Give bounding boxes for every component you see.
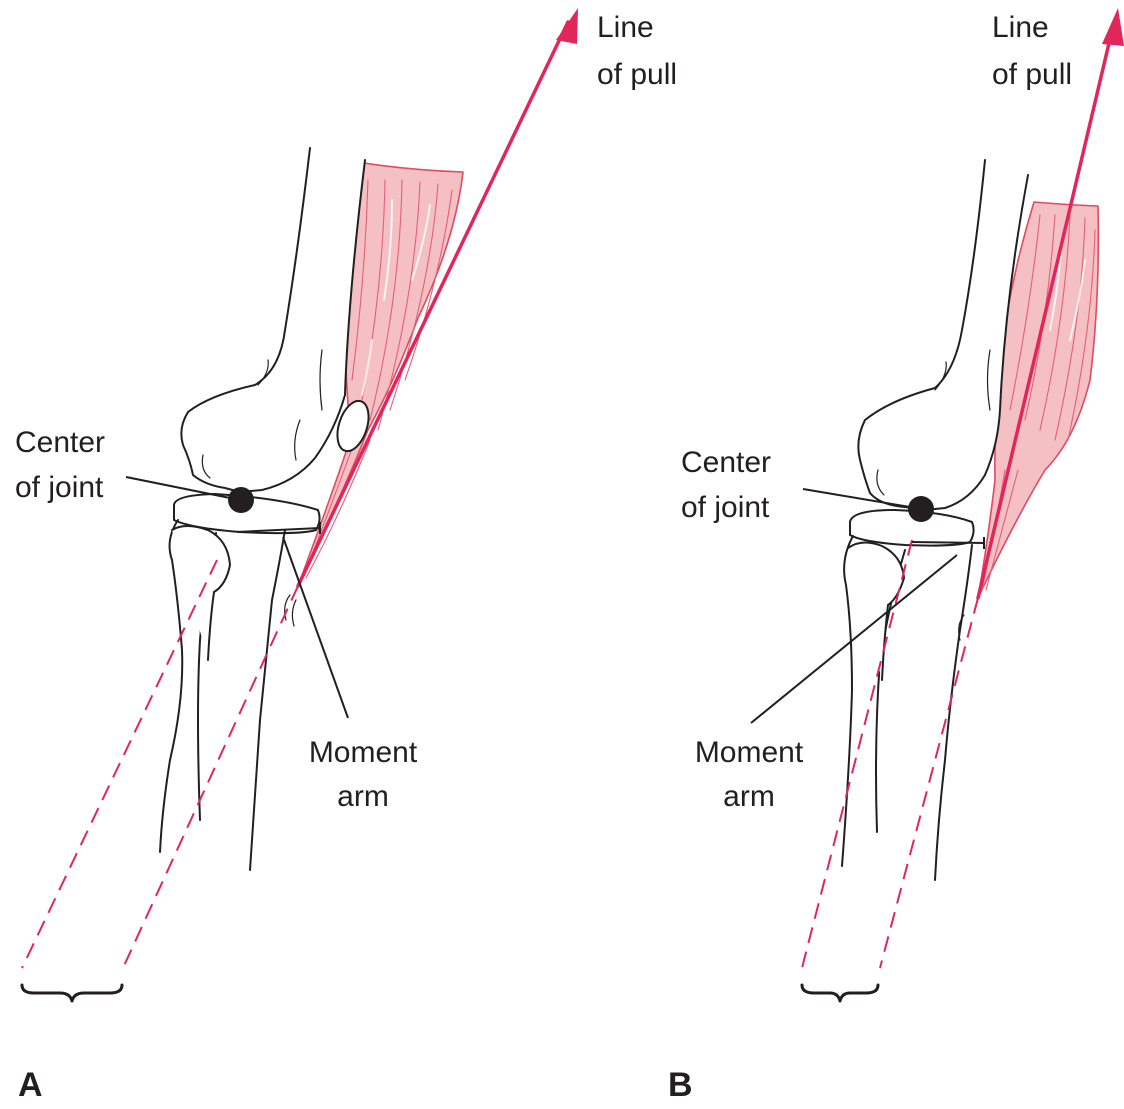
panel-letter-b: B <box>668 1066 693 1104</box>
line-of-pull-label-b-line2: of pull <box>992 58 1072 91</box>
dashed-pull-line-a <box>123 586 298 968</box>
moment-arm-leader-b <box>751 555 957 723</box>
panel-letter-a: A <box>18 1066 43 1104</box>
joint-center-b <box>908 496 934 522</box>
center-of-joint-label-a-line1: Center <box>15 426 105 459</box>
brace-b <box>802 985 878 1001</box>
center-of-joint-label-a-line2: of joint <box>15 471 104 504</box>
moment-arm-label-a-line1: Moment <box>309 736 418 769</box>
line-of-pull-label-a-line1: Line <box>597 11 654 44</box>
tibia-b <box>842 510 974 880</box>
joint-center-a <box>228 487 254 513</box>
brace-a <box>22 985 122 1001</box>
moment-arm-label-b-line1: Moment <box>695 736 804 769</box>
tibia-a <box>160 494 320 870</box>
line-of-pull-label-b-line1: Line <box>992 11 1049 44</box>
dashed-joint-line-a <box>22 560 217 968</box>
moment-arm-label-b-line2: arm <box>723 780 775 813</box>
panel-b: Line of pull Center of joint Moment arm … <box>668 8 1124 1104</box>
moment-arm-leader-a <box>283 537 348 718</box>
center-of-joint-label-b-line1: Center <box>681 446 771 479</box>
center-of-joint-label-b-line2: of joint <box>681 491 770 524</box>
line-of-pull-label-a-line2: of pull <box>597 58 677 91</box>
panel-a: Line of pull Center of joint Moment arm … <box>15 8 677 1104</box>
moment-arm-label-a-line2: arm <box>337 780 389 813</box>
